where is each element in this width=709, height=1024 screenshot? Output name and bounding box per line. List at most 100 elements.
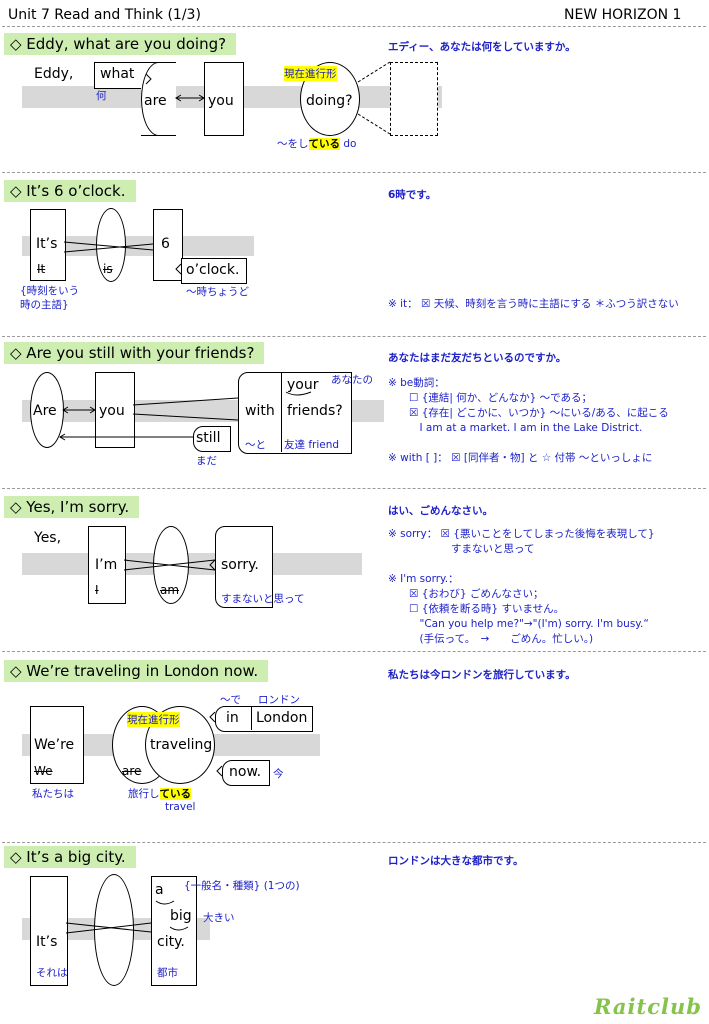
section-3-title: ◇ Are you still with your friends? [4, 342, 265, 364]
section-1-title: ◇ Eddy, what are you doing? [4, 33, 237, 55]
divider [2, 26, 706, 27]
word-london: London [256, 710, 308, 726]
word-we-struck: We [34, 764, 53, 778]
what-ja: 何 [96, 90, 107, 102]
divider [2, 336, 706, 337]
word-is-struck: is [103, 262, 113, 276]
word-are: Are [33, 403, 57, 419]
subject-box [30, 209, 66, 281]
word-in: in [226, 710, 239, 726]
oclock-ja: ～時ちょうど [186, 286, 249, 298]
word-i-struck: I [95, 583, 99, 597]
word-its: It’s [36, 236, 58, 252]
verb-are-oval [141, 62, 176, 136]
word-sorry: sorry. [221, 557, 259, 573]
divider [2, 651, 706, 652]
word-oclock: o’clock. [186, 262, 240, 278]
word-am-struck: am [160, 583, 180, 597]
section-2-note: ※ it： ☒ 天候、時刻を言う時に主語にする ＊ふつう訳さない [388, 298, 679, 310]
in-london-box [215, 706, 313, 732]
word-a: a [155, 882, 164, 898]
divider [2, 842, 706, 843]
section-3-translation: あなたはまだ友だちといるのですか。 [388, 352, 567, 364]
divider [2, 172, 706, 173]
word-with: with [245, 403, 275, 419]
traveling-base: travel [165, 801, 196, 813]
section-1-translation: エディー、あなたは何をしていますか。 [388, 41, 576, 53]
section-6-title: ◇ It’s a big city. [4, 846, 136, 868]
a-ja: {一般名・種類} (1つの) [184, 880, 300, 892]
sorry-ja: すまないと思って [221, 593, 305, 605]
section-2-translation: 6時です。 [388, 189, 437, 201]
you-box [204, 62, 244, 136]
raitclub-logo: Raitclub [594, 994, 702, 1019]
tense-tag: 現在進行形 [284, 66, 337, 81]
london-divider [251, 706, 312, 730]
word-were: We’re [34, 737, 75, 753]
word-you: you [99, 403, 125, 419]
subject-box [30, 706, 84, 784]
complement-box [153, 209, 183, 281]
still-ja: まだ [196, 455, 217, 467]
big-ja: 大きい [203, 912, 235, 924]
your-ja: あなたの [331, 374, 373, 386]
section-6-translation: ロンドンは大きな都市です。 [388, 855, 524, 867]
section-5-title: ◇ We’re traveling in London now. [4, 660, 269, 682]
in-ja: ～で [220, 694, 241, 706]
traveling-ja: 旅行している [128, 788, 191, 800]
now-ja: 今 [273, 768, 284, 780]
word-yes: Yes, [34, 530, 62, 546]
word-im: I’m [95, 557, 118, 573]
oclock-box [181, 258, 247, 284]
textbook-name: NEW HORIZON 1 [564, 7, 682, 23]
divider [2, 488, 706, 489]
word-friends: friends? [287, 403, 343, 419]
word-you: you [208, 93, 234, 109]
friends-box-divider [281, 372, 351, 452]
word-city: city. [157, 934, 185, 950]
word-are-struck: are [122, 764, 142, 778]
subject-note: {時刻をいう 時の主語} [20, 285, 80, 311]
section-4-note: ※ sorry： ☒ {悪いことをしてしまった後悔を表現して} すまないと思って… [388, 528, 655, 645]
tense-tag: 現在進行形 [127, 712, 180, 727]
section-5-translation: 私たちは今ロンドンを旅行しています。 [388, 669, 576, 681]
word-its: It’s [36, 934, 58, 950]
word-traveling: traveling [150, 737, 213, 753]
london-ja: ロンドン [258, 694, 300, 706]
word-what: what [100, 66, 135, 82]
section-4-title: ◇ Yes, I’m sorry. [4, 496, 140, 518]
word-it-struck: It [37, 262, 46, 276]
word-eddy: Eddy, [34, 66, 74, 82]
word-big: big [170, 908, 192, 924]
word-still: still [196, 430, 221, 446]
word-your: your [287, 377, 319, 393]
word-doing: doing? [306, 93, 353, 109]
section-3-note: ※ be動詞： ☐ {連結| 何か、どんなか} ～である； ☒ {存在| どこか… [388, 377, 669, 464]
complement-box [151, 876, 197, 986]
subject-box [88, 526, 126, 604]
object-placeholder-box [390, 62, 438, 136]
word-6: 6 [161, 236, 170, 252]
still-box [193, 426, 231, 452]
with-ja: ～と [245, 439, 266, 451]
what-box [94, 62, 148, 89]
subject-box [30, 876, 68, 986]
we-ja: 私たちは [32, 788, 74, 800]
page-title: Unit 7 Read and Think (1/3) [8, 7, 201, 23]
friends-ja: 友達 friend [284, 439, 340, 451]
doing-ja: ～をしている do [277, 138, 357, 150]
complement-box [215, 526, 273, 608]
city-ja: 都市 [157, 967, 178, 979]
word-are: are [144, 93, 167, 109]
its-ja: それは [36, 967, 68, 979]
section-2-title: ◇ It’s 6 o’clock. [4, 180, 136, 202]
section-4-translation: はい、ごめんなさい。 [388, 505, 493, 517]
word-now: now. [229, 764, 262, 780]
with-box [238, 372, 352, 454]
